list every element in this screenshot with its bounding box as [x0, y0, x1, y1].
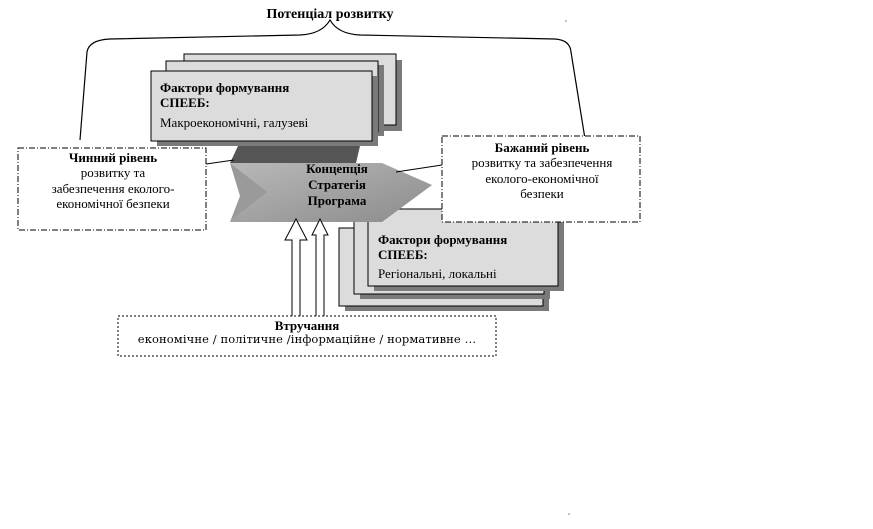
intervention-arrow-right — [311, 217, 329, 317]
macro-factors-text: Фактори формування СПЕЕБ: Макроекономічн… — [160, 80, 380, 130]
regional-factors-heading: Фактори формування — [378, 232, 508, 247]
connector-right — [395, 164, 443, 173]
potential-brace — [79, 18, 587, 146]
regional-factors-heading-abbr: СПЕЕБ: — [378, 247, 428, 263]
desired-level-line: безпеки — [520, 185, 564, 201]
regional-factors-detail: Регіональні, локальні — [378, 265, 497, 281]
current-level-line: розвитку та — [80, 165, 146, 181]
current-level-text: Чинний рівень розвитку та забезпечення е… — [20, 150, 206, 211]
core-program-label: Програма — [307, 192, 367, 208]
connector-left — [205, 159, 235, 165]
intervention-box — [117, 315, 497, 357]
stray-dot — [565, 20, 567, 22]
desired-level-box — [441, 135, 641, 223]
macro-factors-detail: Макроекономічні, галузеві — [160, 114, 309, 130]
macro-factors-stack — [150, 53, 402, 146]
core-strategy-label: Стратегія — [308, 176, 366, 192]
desired-level-line: розвитку та забезпечення — [471, 155, 613, 171]
current-level-box — [17, 147, 207, 231]
intervention-detail: економічне / політичне /інформаційне / н… — [137, 332, 477, 347]
macro-factors-heading: Фактори формування — [160, 80, 290, 95]
intervention-arrow-left — [284, 217, 308, 317]
diagram-title: Потенціал розвитку — [266, 7, 394, 22]
regional-factors-text: Фактори формування СПЕЕБ: Регіональні, л… — [378, 232, 558, 281]
core-text: Концепція Стратегія Програма — [282, 161, 392, 209]
desired-level-text: Бажаний рівень розвитку та забезпечення … — [444, 140, 640, 201]
current-level-heading: Чинний рівень — [68, 150, 158, 165]
current-level-line: економічної безпеки — [56, 195, 170, 211]
regional-factors-stack — [338, 208, 564, 311]
core-chevron-arrow — [230, 146, 432, 222]
intervention-heading: Втручання — [274, 318, 340, 333]
desired-level-heading: Бажаний рівень — [494, 140, 590, 155]
intervention-text: Втручання економічне / політичне /інформ… — [118, 318, 496, 347]
core-concept-label: Концепція — [306, 161, 368, 176]
stray-dot — [568, 513, 570, 515]
macro-factors-heading-abbr: СПЕЕБ: — [160, 95, 210, 111]
desired-level-line: еколого-економічної — [485, 170, 599, 186]
current-level-line: забезпечення еколого- — [51, 180, 175, 196]
